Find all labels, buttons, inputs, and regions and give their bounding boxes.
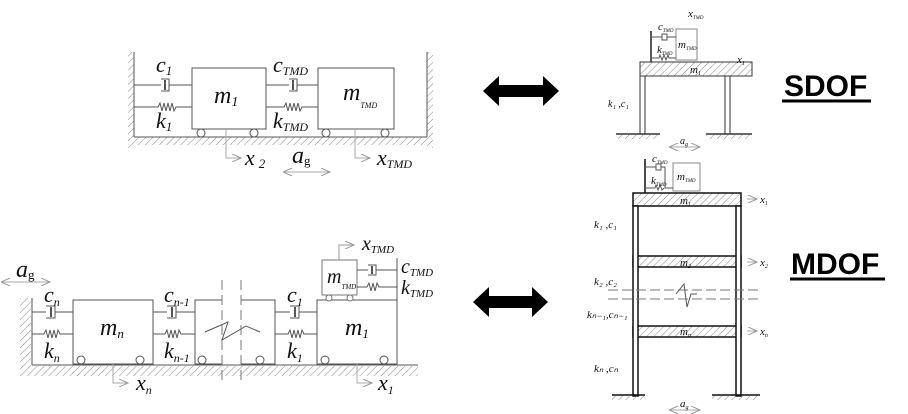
mass-m1 — [316, 299, 398, 365]
mass-m1 — [191, 67, 267, 130]
right-wall — [427, 52, 433, 148]
label-k1: k1 — [156, 108, 172, 134]
tmd-mass — [672, 162, 701, 192]
mass-mtmd — [317, 67, 395, 130]
label-ctmd: cTMD — [273, 52, 308, 78]
label-kn-1: kn-1 — [164, 338, 190, 365]
left-wall — [128, 52, 134, 148]
label-xtmd: xTMD — [687, 8, 704, 21]
label-ktmd: kTMD — [401, 277, 433, 300]
label-kn: kn — [44, 338, 60, 365]
spring-kn — [32, 328, 73, 339]
label-ag: ag — [16, 257, 35, 283]
label-xtmd: xTMD — [361, 233, 394, 256]
floor-slab-m1 — [632, 192, 742, 207]
label-mtmd: mTMD — [678, 39, 697, 52]
label-xn: xn — [759, 326, 768, 339]
mass-mtmd — [321, 259, 358, 296]
spring-k1 — [134, 101, 192, 113]
label-xn: xn — [135, 370, 152, 397]
equivalence-arrow-sdof — [483, 76, 559, 106]
sdof-label: SDOF — [784, 70, 867, 103]
label-ktmd: kTMD — [273, 108, 308, 134]
label-ag: ag — [680, 136, 688, 148]
label-k2-c2: k₂ ,c₂ — [594, 276, 617, 288]
wheel — [380, 128, 390, 138]
omitted-masses — [194, 280, 276, 385]
label-ctmd: cTMD — [652, 153, 668, 166]
damper-c1 — [134, 78, 192, 92]
equivalence-arrow-mdof — [473, 287, 548, 317]
label-k1-c1: k₁ ,c₁ — [594, 219, 617, 231]
label-k1: k1 — [287, 338, 303, 365]
mass-mn — [72, 299, 154, 365]
label-x1: x1 — [377, 370, 394, 397]
label-m1: m1 — [345, 315, 369, 341]
label-mtmd: mTMD — [327, 266, 356, 291]
label-ktmd: kTMD — [651, 175, 667, 188]
label-m1: m1 — [214, 83, 238, 110]
ground — [20, 366, 418, 376]
wheel — [249, 128, 259, 138]
label-cn: cn — [44, 282, 60, 309]
floor-slab-m1 — [639, 61, 753, 77]
label-c1: c1 — [156, 52, 172, 78]
label-kn-cn: kₙ ,cₙ — [594, 363, 619, 375]
label-mn: mn — [100, 315, 124, 341]
label-x2: x2 — [759, 257, 768, 270]
mdof-spring-mass-model: ag cn kn mn cn-1 kn-1 — [2, 233, 433, 397]
wheel — [196, 128, 206, 138]
label-cn-1: cn-1 — [164, 282, 190, 309]
mdof-label: MDOF — [791, 248, 879, 281]
label-mtmd: mTMD — [343, 80, 377, 110]
sdof-frame: cTMD kTMD mTMD xTMD m1 x1 k₁ ,c₁ ag — [608, 8, 753, 148]
label-m2: m2 — [680, 257, 691, 270]
label-mn: mn — [680, 326, 691, 339]
damper-ctmd — [266, 78, 318, 92]
label-k1-c1: k₁ ,c₁ — [608, 99, 629, 110]
label-ctmd: cTMD — [658, 21, 674, 34]
label-x1: x1 — [736, 54, 745, 67]
label-ag: ag — [680, 398, 689, 411]
label-m1: m1 — [690, 64, 701, 77]
label-c1: c1 — [287, 282, 303, 309]
label-xtmd: xTMD — [376, 145, 412, 171]
label-ktmd: kTMD — [657, 44, 673, 57]
left-wall — [20, 298, 31, 368]
label-ag: ag — [292, 143, 311, 169]
label-mtmd: mTMD — [677, 171, 696, 184]
tmd-mass — [675, 28, 698, 61]
spring-ktmd — [266, 101, 318, 113]
ground — [134, 137, 427, 145]
label-kn-1-cn-1: kₙ₋₁,cₙ₋₁ — [587, 309, 628, 321]
label-m1: m1 — [680, 195, 691, 208]
wheel — [321, 128, 331, 138]
label-x1: x1 — [759, 194, 768, 207]
label-ctmd: cTMD — [401, 256, 433, 279]
mdof-frame: cTMD kTMD mTMD m1 m2 mn x1 x2 xn k₁ ,c₁ … — [587, 153, 768, 411]
